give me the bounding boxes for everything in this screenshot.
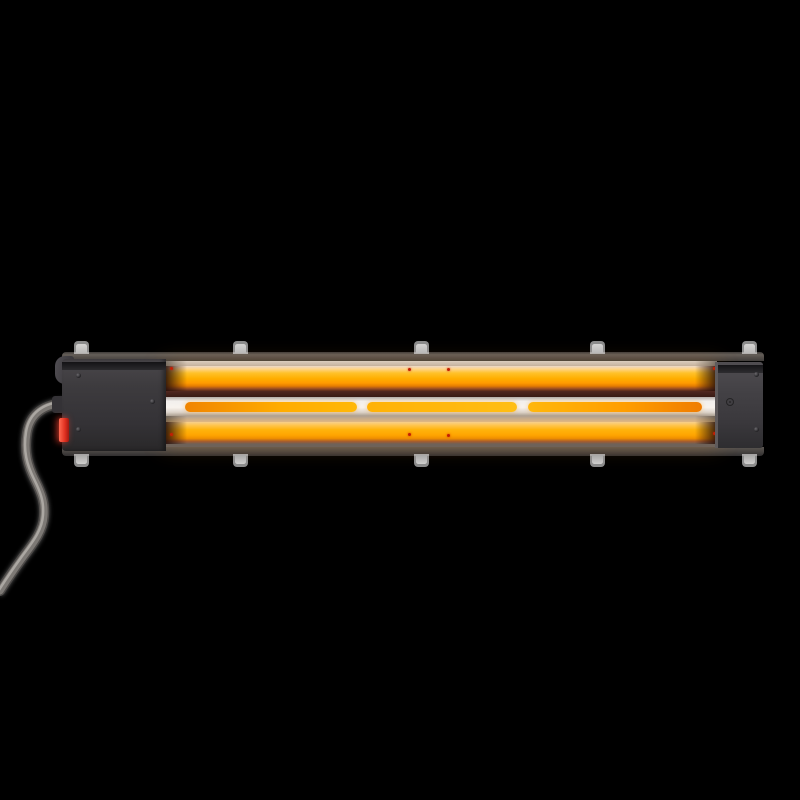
mounting-tab [592, 344, 603, 353]
tube-electrode-dot [713, 432, 716, 435]
tube-end-shade-right [695, 366, 717, 391]
mounting-tab [416, 455, 427, 464]
led-strip-segment [185, 402, 357, 412]
right-cap-top-stripe [718, 365, 763, 373]
mounting-tab [235, 344, 246, 353]
tube-electrode-dot [713, 367, 716, 370]
right-end-cap [715, 362, 763, 448]
led-strip-segment [528, 402, 702, 412]
frame-bottom-rail [62, 447, 764, 456]
tube-bottom-edge [165, 444, 717, 447]
mounting-tab [744, 344, 755, 353]
screw [150, 399, 155, 404]
reflector-bottom-edge [165, 416, 717, 422]
tube-end-shade-left [165, 366, 187, 391]
reflector-top-edge [165, 361, 717, 366]
shade-left [165, 361, 187, 366]
mounting-tab [76, 344, 87, 353]
cord-outline [0, 398, 71, 596]
tube-end-shade-left [165, 422, 187, 444]
mounting-tab [592, 455, 603, 464]
mounting-tab [76, 455, 87, 464]
cord-highlight [0, 400, 67, 591]
tube-electrode-dot [408, 368, 411, 371]
screw [76, 427, 81, 432]
shade-right [695, 361, 717, 366]
tube-electrode-dot [447, 434, 450, 437]
tube-electrode-dot [447, 368, 450, 371]
power-switch-indicator [59, 418, 69, 442]
cord-body [0, 399, 70, 595]
shade-right [695, 416, 717, 422]
mounting-tab [235, 455, 246, 464]
screw [76, 373, 81, 378]
power-cord [0, 398, 71, 596]
heating-tube-bottom [165, 422, 717, 444]
led-strip-segment [367, 402, 517, 412]
heating-tube-top [165, 366, 717, 391]
left-cap-top-stripe [62, 362, 166, 370]
shade-left [165, 416, 187, 422]
tube-electrode-dot [170, 367, 173, 370]
brand-mark-icon [726, 398, 734, 406]
frame-top-rail [62, 352, 764, 361]
mounting-tab [416, 344, 427, 353]
tube-end-shade-right [695, 422, 717, 444]
mounting-tab [744, 455, 755, 464]
screw [754, 427, 759, 432]
tube-separator-band [165, 391, 717, 397]
tube-electrode-dot [170, 433, 173, 436]
screw [754, 372, 759, 377]
tube-electrode-dot [408, 433, 411, 436]
